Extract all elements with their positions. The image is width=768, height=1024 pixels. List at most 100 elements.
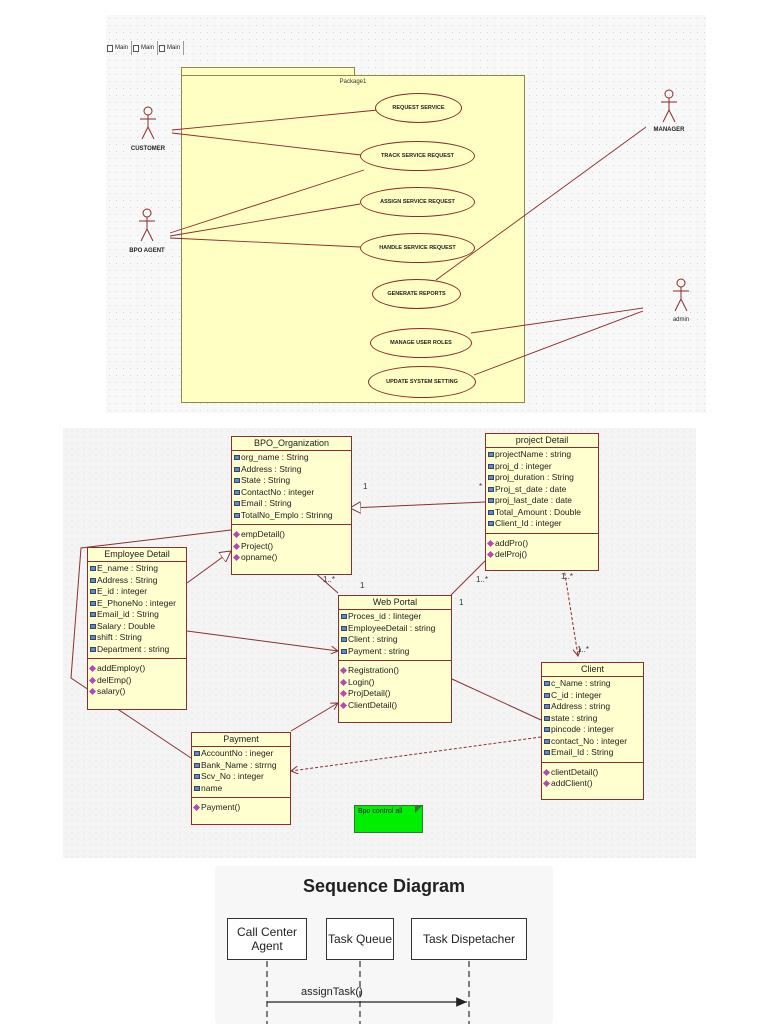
attribute: Total_Amount : Double <box>488 507 596 519</box>
note-text: Bpo control all <box>358 808 403 815</box>
assoc-manager-reports <box>435 126 647 281</box>
attribute: AccountNo : ineger <box>194 748 288 760</box>
attribute: projectName : string <box>488 449 596 461</box>
association-payment-webportal <box>290 703 338 732</box>
lifeline-call-center-agent[interactable]: Call Center Agent <box>227 918 307 960</box>
use-case-track-service-request[interactable]: TRACK SERVICE REQUEST <box>360 141 475 171</box>
class-name: project Detail <box>486 434 598 448</box>
use-case-manage-user-roles[interactable]: MANAGE USER ROLES <box>370 328 472 358</box>
use-case-assign-service-request[interactable]: ASSIGN SERVICE REQUEST <box>360 187 475 217</box>
lifeline-task-queue[interactable]: Task Queue <box>326 918 394 960</box>
actor-manager-label: MANAGER <box>653 127 685 133</box>
actor-bpo-agent-label: BPO AGENT <box>129 248 165 254</box>
multiplicity-label: 1 <box>459 598 464 607</box>
attribute-icon <box>90 623 96 629</box>
attribute: c_Name : string <box>544 678 641 690</box>
class-attributes: c_Name : string C_id : integer Address :… <box>542 677 643 763</box>
attribute-icon <box>488 486 494 492</box>
attribute-icon <box>194 774 200 780</box>
assoc-customer-request <box>171 109 379 131</box>
sequence-lines <box>266 961 470 1024</box>
attribute-icon <box>544 750 550 756</box>
attribute-icon <box>234 512 240 518</box>
use-case-request-service[interactable]: REQUEST SERVICE <box>375 93 462 123</box>
operation-icon <box>339 667 348 675</box>
attribute-icon <box>194 751 200 757</box>
class-operations: addEmploy() delEmp() salary() <box>88 659 186 700</box>
diagram-icon <box>133 44 140 52</box>
operation: delProj() <box>486 549 596 561</box>
class-client[interactable]: Client c_Name : string C_id : integer Ad… <box>541 662 644 800</box>
operation-icon <box>339 678 348 686</box>
attribute: Address : string <box>544 701 641 713</box>
attribute: C_id : integer <box>544 690 641 702</box>
operation-icon <box>88 676 97 684</box>
class-attributes: projectName : string proj_d : integer pr… <box>486 448 598 534</box>
attribute-icon <box>488 509 494 515</box>
attribute: TotalNo_Emplo : Strinng <box>234 510 349 522</box>
assoc-agent-handle <box>169 237 361 248</box>
attribute: Email : String <box>234 498 349 510</box>
generalization-project-bpo <box>350 501 486 508</box>
attribute-icon <box>90 635 96 641</box>
attribute: Payment : string <box>341 646 449 658</box>
use-case-connectors <box>139 89 689 376</box>
attribute-icon <box>341 614 347 620</box>
use-case-generate-reports[interactable]: GENERATE REPORTS <box>372 279 461 309</box>
attribute-icon <box>341 637 347 643</box>
class-attributes: AccountNo : ineger Bank_Name : strrng Sc… <box>192 747 290 798</box>
dependency-client-payment <box>291 736 542 771</box>
actor-manager-figure <box>661 89 677 123</box>
tab-main-2[interactable]: Main <box>132 41 159 55</box>
note-bpo-control[interactable]: Bpo control all <box>354 805 423 833</box>
attribute: Email_Id : String <box>544 747 641 759</box>
operation: addEmploy() <box>88 663 184 675</box>
multiplicity-label: 1..* <box>476 575 489 584</box>
operation-icon <box>88 665 97 673</box>
operation: clientDetail() <box>542 767 641 779</box>
attribute-icon <box>488 475 494 481</box>
class-payment[interactable]: Payment AccountNo : ineger Bank_Name : s… <box>191 732 291 825</box>
attribute-icon <box>234 489 240 495</box>
class-operations: Payment() <box>192 798 290 816</box>
attribute: proj_d : integer <box>488 461 596 473</box>
tab-main-3[interactable]: Main <box>158 41 185 55</box>
tab-main-1[interactable]: Main <box>106 41 133 55</box>
operation: delEmp() <box>88 675 184 687</box>
package-label: Package1 <box>339 79 367 85</box>
attribute-icon <box>234 478 240 484</box>
attribute: Address : String <box>234 464 349 476</box>
class-web-portal[interactable]: Web Portal Proces_id : Iinteger Employee… <box>338 595 452 723</box>
attribute: Client_Id : integer <box>488 518 596 530</box>
association-employee-webportal <box>186 630 338 651</box>
attribute: state : string <box>544 713 641 725</box>
use-case-handle-service-request[interactable]: HANDLE SERVICE REQUEST <box>360 233 475 263</box>
attribute: proj_duration : String <box>488 472 596 484</box>
class-name: Web Portal <box>339 596 451 610</box>
attribute-icon <box>341 625 347 631</box>
actor-admin-figure <box>673 278 689 312</box>
attribute-icon <box>234 466 240 472</box>
operation: Login() <box>339 677 449 689</box>
attribute: E_id : integer <box>90 586 184 598</box>
actor-bpo-agent-figure <box>139 208 155 242</box>
attribute: contact_No : integer <box>544 736 641 748</box>
attribute: Client : string <box>341 634 449 646</box>
attribute-icon <box>488 498 494 504</box>
attribute-icon <box>544 727 550 733</box>
operation-icon <box>232 554 241 562</box>
class-bpo-organization[interactable]: BPO_Organization org_name : String Addre… <box>231 436 352 575</box>
attribute: Scv_No : integer <box>194 771 288 783</box>
operation: empDetail() <box>232 529 349 541</box>
sequence-title: Sequence Diagram <box>302 876 466 896</box>
use-case-update-system-setting[interactable]: UPDATE SYSTEM SETTING <box>368 366 476 398</box>
operation-icon <box>192 804 201 812</box>
lifeline-task-dispetacher[interactable]: Task Dispetacher <box>411 918 527 960</box>
operation-icon <box>542 780 551 788</box>
attribute-icon <box>488 521 494 527</box>
attribute-icon <box>488 452 494 458</box>
class-employee-detail[interactable]: Employee Detail E_name : String Address … <box>87 547 187 710</box>
class-project-detail[interactable]: project Detail projectName : string proj… <box>485 433 599 571</box>
association-bpo-payment <box>70 529 232 759</box>
attribute-icon <box>544 715 550 721</box>
